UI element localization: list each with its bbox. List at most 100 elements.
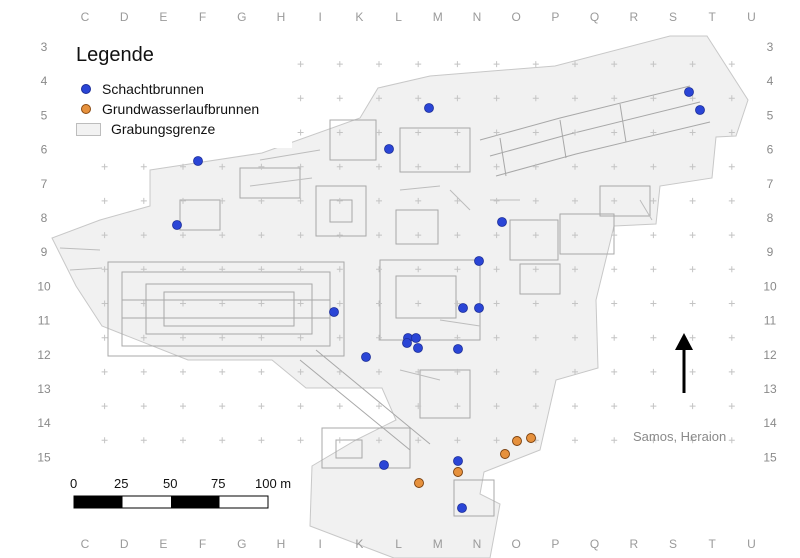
grid-cross	[493, 403, 500, 410]
grid-cross	[376, 129, 382, 136]
grid-cross	[493, 300, 500, 307]
grid-column-label: C	[81, 10, 90, 24]
grid-cross	[454, 437, 461, 444]
grid-row-label: 3	[41, 40, 48, 54]
grid-column-label: O	[512, 537, 521, 551]
grid-cross	[297, 163, 304, 170]
grid-cross	[219, 300, 226, 307]
grid-cross	[297, 197, 304, 204]
grid-cross	[101, 232, 108, 239]
grid-cross	[572, 368, 578, 375]
grid-cross	[728, 232, 735, 239]
legend-item-schachtbrunnen: Schachtbrunnen	[76, 81, 204, 97]
grid-cross	[180, 232, 186, 239]
grid-cross	[297, 334, 304, 341]
grid-cross	[101, 163, 108, 170]
grid-cross	[415, 232, 422, 239]
schachtbrunnen-marker	[457, 503, 467, 513]
grid-cross	[180, 403, 186, 410]
grid-row-label: 10	[763, 279, 777, 293]
grid-cross	[532, 300, 539, 307]
legend-item-grundwasserlaufbrunnen: Grundwasserlaufbrunnen	[76, 101, 259, 117]
grid-cross	[140, 300, 147, 307]
grid-cross	[454, 95, 461, 102]
grid-cross	[650, 403, 657, 410]
legend-label: Schachtbrunnen	[102, 81, 204, 97]
grid-cross	[611, 368, 618, 375]
grid-cross	[258, 334, 265, 341]
grid-cross	[493, 334, 500, 341]
grid-cross	[493, 163, 500, 170]
grid-cross	[219, 403, 226, 410]
grid-cross	[297, 129, 304, 136]
grid-cross	[415, 368, 422, 375]
schachtbrunnen-marker	[458, 303, 468, 313]
grid-cross	[689, 61, 696, 68]
grid-cross	[532, 197, 539, 204]
grid-cross	[689, 129, 696, 136]
grid-cross	[572, 129, 578, 136]
scale-label: 25	[114, 476, 129, 491]
grid-cross	[572, 403, 578, 410]
grid-cross	[532, 334, 539, 341]
grundwasserlaufbrunnen-markers	[414, 433, 536, 488]
grid-cross	[454, 334, 461, 341]
legend-label: Grundwasserlaufbrunnen	[102, 101, 260, 117]
grid-column-label: G	[237, 537, 246, 551]
grid-cross	[140, 266, 147, 273]
scale-bar	[73, 495, 269, 509]
blue-dot-icon	[81, 84, 91, 94]
grid-cross	[297, 232, 304, 239]
schachtbrunnen-marker	[193, 156, 203, 166]
grundwasserlaufbrunnen-marker	[512, 436, 522, 446]
map-legend: Legende Schachtbrunnen Grundwasserlaufbr…	[66, 38, 292, 148]
grid-cross	[180, 368, 186, 375]
grid-cross	[493, 368, 500, 375]
schachtbrunnen-marker	[424, 103, 434, 113]
grid-cross	[258, 403, 265, 410]
grid-cross	[728, 300, 735, 307]
grid-cross	[219, 368, 226, 375]
grid-cross	[689, 403, 696, 410]
grid-cross	[140, 403, 147, 410]
grid-column-label: P	[551, 10, 559, 24]
grid-column-label: T	[709, 10, 717, 24]
grid-row-label: 11	[764, 314, 777, 328]
grid-cross	[572, 95, 578, 102]
grid-cross	[415, 197, 422, 204]
ruins-drawing	[107, 85, 711, 517]
grid-cross	[650, 368, 657, 375]
grid-cross	[376, 95, 382, 102]
grid-row-label: 8	[767, 211, 774, 225]
grid-cross	[219, 163, 226, 170]
grid-column-label: C	[81, 537, 90, 551]
grid-cross	[336, 95, 343, 102]
grid-cross	[180, 437, 186, 444]
grid-cross	[258, 163, 265, 170]
grid-column-label: H	[277, 10, 286, 24]
site-label: Samos, Heraion	[633, 429, 727, 444]
grid-cross	[101, 266, 108, 273]
grid-cross	[415, 403, 422, 410]
grid-cross	[728, 129, 735, 136]
grid-row-label: 7	[41, 177, 48, 191]
schachtbrunnen-marker	[474, 303, 484, 313]
grid-cross	[728, 95, 735, 102]
grid-cross	[454, 163, 461, 170]
grid-cross	[219, 232, 226, 239]
grid-column-label: F	[199, 537, 206, 551]
grid-cross	[140, 163, 147, 170]
grid-column-label: N	[473, 10, 482, 24]
grid-cross	[728, 334, 735, 341]
grid-cross	[258, 197, 265, 204]
schachtbrunnen-marker	[474, 256, 484, 266]
grid-cross	[572, 61, 578, 68]
grid-cross	[454, 368, 461, 375]
grid-row-label: 9	[767, 245, 774, 259]
grid-row-label: 6	[41, 143, 48, 157]
schachtbrunnen-marker	[384, 144, 394, 154]
grundwasserlaufbrunnen-marker	[453, 467, 463, 477]
grid-cross	[376, 368, 382, 375]
grid-cross	[101, 403, 108, 410]
